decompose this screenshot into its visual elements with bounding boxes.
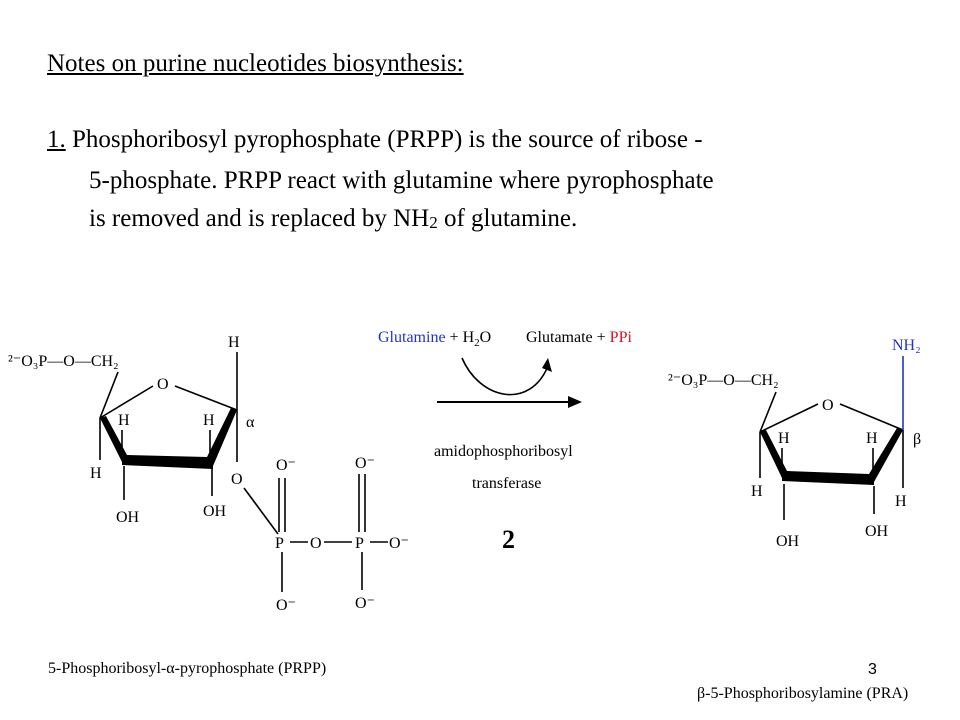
point1-line1: 1. Phosphoribosyl pyrophosphate (PRPP) i… [47, 126, 703, 154]
pra-h-right: H [895, 493, 907, 510]
line3-after: of glutamine. [437, 205, 578, 232]
pra-h-left: H [751, 483, 763, 500]
o-label: O [480, 329, 492, 346]
pra-oh-1: OH [776, 533, 800, 550]
pra-h-mid2: H [866, 430, 878, 447]
prpp-o-bridge: O [310, 535, 322, 552]
pra-phosphate-group: ²⁻O₃P—O—CH₂ [668, 372, 779, 389]
pra-beta-label: β [913, 431, 921, 448]
point1-text-line1: Phosphoribosyl pyrophosphate (PRPP) is t… [72, 126, 703, 153]
prpp-oh-1: OH [116, 509, 140, 526]
reaction-products: Glutamate +PPi [526, 329, 632, 346]
prpp-h-top: H [228, 334, 240, 351]
step-number: 2 [502, 525, 515, 554]
prpp-o-link: O [231, 471, 243, 488]
glutamine-label: Glutamine [378, 329, 446, 346]
enzyme-name-line1: amidophosphoribosyl [434, 443, 573, 460]
glutamate-label: Glutamate + [526, 329, 606, 346]
plus-h-label: + H [450, 329, 475, 346]
prpp-h-mid2: H [203, 412, 215, 429]
nh2-subscript: 2 [429, 213, 438, 232]
prpp-h-left: H [90, 465, 102, 482]
prpp-h-mid1: H [118, 412, 130, 429]
prpp-oh-2: OH [203, 503, 227, 520]
point1-line3: is removed and is replaced by NH2 of glu… [89, 205, 577, 233]
line3-before: is removed and is replaced by NH [89, 205, 430, 232]
prpp-alpha-label: α [246, 414, 255, 431]
prpp-o-minus-b1: O⁻ [276, 597, 296, 614]
prpp-o-minus-2: O⁻ [355, 455, 375, 472]
page-title: Notes on purine nucleotides biosynthesis… [47, 50, 464, 77]
prpp-ring-oxygen: O [157, 376, 169, 393]
pra-ring-oxygen: O [822, 397, 834, 414]
prpp-o-minus-b2: O⁻ [355, 595, 375, 612]
pra-caption: β-5-Phosphoribosylamine (PRA) [697, 685, 908, 702]
prpp-o-minus-1: O⁻ [276, 457, 296, 474]
prpp-phosphate-group: ²⁻O₃P—O—CH₂ [8, 353, 119, 370]
pra-nh2: NH₂ [892, 337, 921, 354]
pra-oh-2: OH [865, 523, 889, 540]
prpp-p1: P [275, 535, 284, 552]
ppi-label: PPi [610, 329, 633, 346]
prpp-o-minus-right: O⁻ [389, 535, 409, 552]
prpp-caption: 5-Phosphoribosyl-α-pyrophosphate (PRPP) [48, 660, 326, 677]
reaction-reactants: Glutamine+ H2O [378, 329, 491, 349]
enzyme-name-line2: transferase [472, 475, 541, 492]
h2o-subscript: 2 [474, 337, 480, 349]
prpp-p2: P [355, 535, 364, 552]
point1-line2: 5-phosphate. PRPP react with glutamine w… [89, 167, 714, 194]
point-number: 1. [47, 126, 66, 153]
pra-h-mid1: H [778, 430, 790, 447]
page-number: 3 [868, 661, 877, 678]
